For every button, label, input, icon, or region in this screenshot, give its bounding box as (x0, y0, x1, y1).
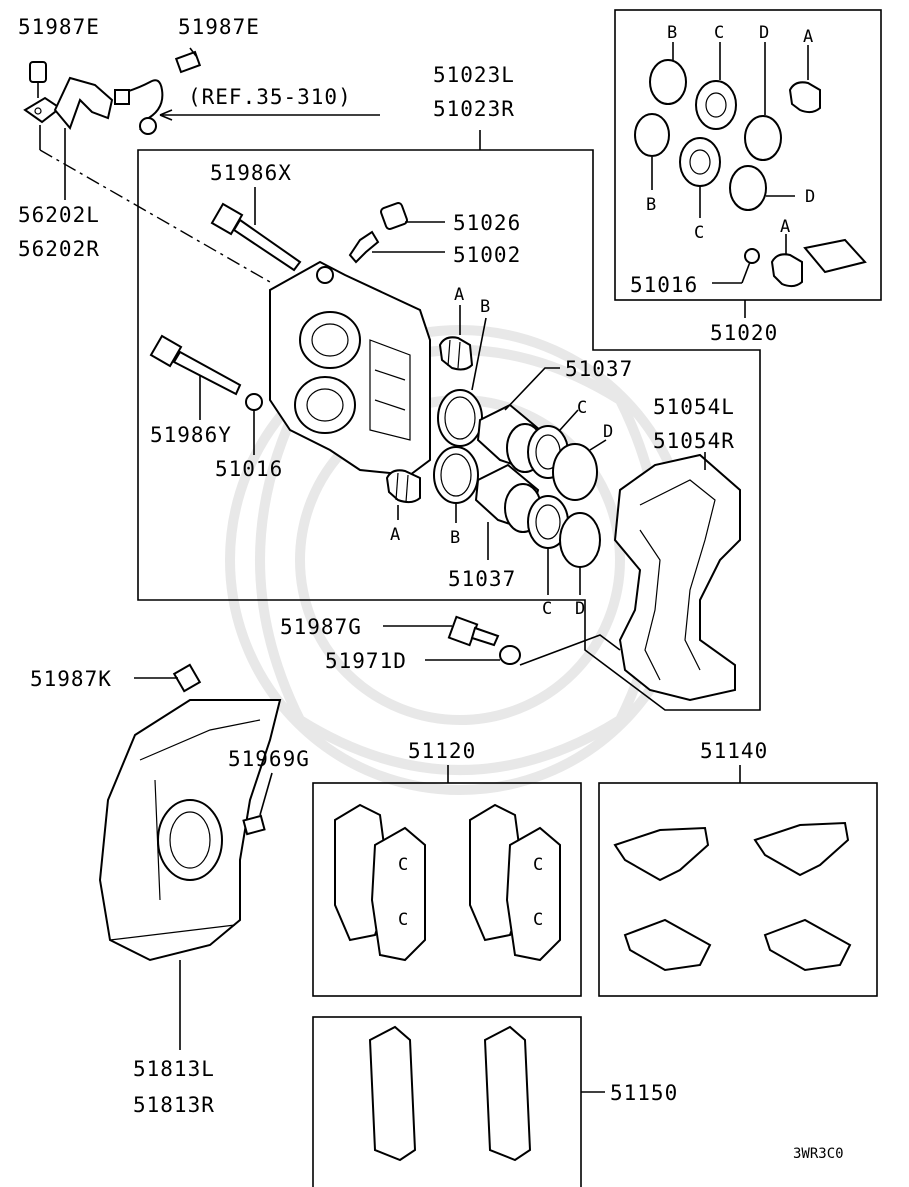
label-51023R: 51023R (433, 97, 515, 121)
boot-a-upper (438, 336, 474, 371)
label-51813R: 51813R (133, 1093, 215, 1117)
callout-a-1: A (454, 285, 464, 305)
callout-c-1: C (577, 398, 587, 418)
bleeder-cap-51026 (380, 202, 408, 230)
callout-a-2: A (390, 525, 400, 545)
bolt-51987k (172, 663, 202, 693)
callout-b-2: B (450, 528, 460, 548)
guide-pin-51986y (149, 334, 263, 411)
label-51987E-a: 51987E (18, 15, 100, 39)
guide-pin-51986x (210, 202, 302, 272)
seal-kit-parts (634, 59, 867, 288)
brake-pad-box (312, 782, 582, 997)
ring-d-lower (559, 512, 601, 568)
reference-dash-line (39, 149, 271, 283)
brake-hose (114, 47, 202, 135)
label-51813L: 51813L (133, 1057, 215, 1081)
seal-kit-box (614, 9, 882, 301)
pad-clip-box (598, 782, 878, 997)
label-51037-a: 51037 (565, 357, 633, 381)
kit-callout-a-1: A (803, 27, 813, 47)
label-51986Y: 51986Y (150, 423, 232, 447)
dust-shield-51813 (98, 699, 282, 962)
kit-callout-b-1: B (667, 23, 677, 43)
label-51026: 51026 (453, 211, 521, 235)
label-ref: (REF.35-310) (188, 85, 352, 109)
shim-box (312, 1016, 582, 1187)
bolt-51969g (242, 814, 266, 836)
ring-d-upper (552, 443, 598, 501)
label-51016-a: 51016 (215, 457, 283, 481)
label-51020: 51020 (710, 321, 778, 345)
kit-callout-c-1: C (714, 23, 724, 43)
callout-c-2: C (542, 599, 552, 619)
callout-d-2: D (575, 599, 585, 619)
caliper-kit-frame (137, 149, 761, 711)
kit-callout-d-1: D (759, 23, 769, 43)
label-51023L: 51023L (433, 63, 515, 87)
bolt-51987g (447, 615, 500, 647)
caliper-body (269, 260, 431, 477)
label-51120: 51120 (408, 739, 476, 763)
boot-a-lower (385, 469, 421, 504)
bracket-56202 (23, 61, 114, 130)
kit-callout-c-2: C (694, 223, 704, 243)
label-51054R: 51054R (653, 429, 735, 453)
label-56202R: 56202R (18, 237, 100, 261)
svg-text:C: C (533, 910, 543, 930)
kit-callout-a-2: A (780, 217, 790, 237)
svg-text:C: C (398, 855, 408, 875)
bleeder-screw-51002 (348, 230, 380, 264)
label-51140: 51140 (700, 739, 768, 763)
callout-d-1: D (603, 422, 613, 442)
brake-pads-51120: C C C C (334, 803, 561, 962)
label-51037-b: 51037 (448, 567, 516, 591)
label-51054L: 51054L (653, 395, 735, 419)
label-51971D: 51971D (325, 649, 407, 673)
label-56202L: 56202L (18, 203, 100, 227)
pad-clips-51140 (613, 821, 852, 972)
svg-text:C: C (398, 910, 408, 930)
label-51969G: 51969G (228, 747, 310, 771)
label-51987E-b: 51987E (178, 15, 260, 39)
label-51016-b: 51016 (630, 273, 698, 297)
kit-callout-b-2: B (646, 195, 656, 215)
label-51150: 51150 (610, 1081, 678, 1105)
kit-callout-d-2: D (805, 187, 815, 207)
label-51986X: 51986X (210, 161, 292, 185)
diagram-code: 3WR3C0 (793, 1146, 844, 1162)
svg-text:C: C (533, 855, 543, 875)
label-51987K: 51987K (30, 667, 112, 691)
label-51002: 51002 (453, 243, 521, 267)
label-51987G: 51987G (280, 615, 362, 639)
caliper-support-51054 (613, 453, 741, 702)
washer-51971d (499, 645, 521, 665)
callout-b-1: B (480, 297, 490, 317)
shims-51150 (368, 1025, 532, 1162)
